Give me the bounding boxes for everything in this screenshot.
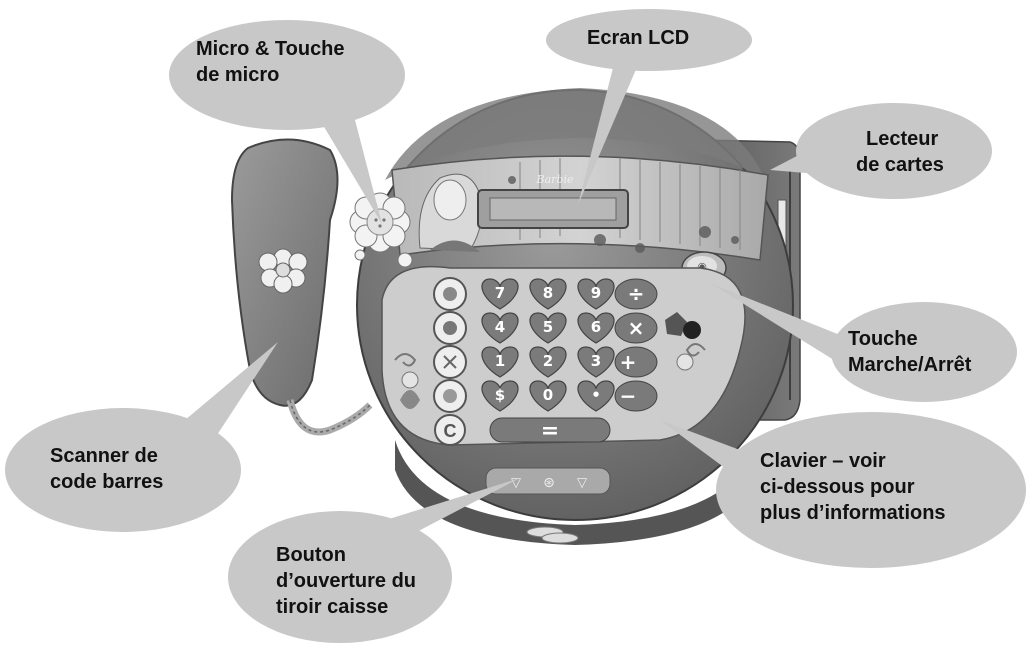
callout-bubbles [5, 9, 1026, 643]
bottom-tabs [526, 526, 579, 544]
window-flowers [508, 176, 739, 253]
number-key-dot[interactable]: • [577, 380, 615, 412]
number-key-5[interactable]: 5 [529, 312, 567, 344]
callout-ecran-label: Ecran LCD [587, 27, 690, 49]
function-button-4[interactable] [433, 379, 467, 413]
brand-logo: Barbie [536, 173, 574, 186]
number-key-label: 0 [543, 386, 553, 404]
function-button-2[interactable] [433, 311, 467, 345]
number-key-6[interactable]: 6 [577, 312, 615, 344]
callout-ecran: Ecran LCD [587, 25, 689, 51]
svg-text:−: − [620, 384, 637, 408]
function-button-3[interactable] [433, 345, 467, 379]
function-button-1[interactable] [433, 277, 467, 311]
clear-key[interactable]: C [434, 414, 466, 446]
svg-text:C: C [444, 421, 457, 441]
number-key-label: 6 [591, 318, 601, 336]
divide-key[interactable]: ÷ [614, 278, 658, 310]
multiply-key[interactable]: × [614, 312, 658, 344]
svg-text:⊛: ⊛ [543, 474, 555, 490]
callout-clavier-line2: ci-dessous pour [760, 476, 915, 498]
plus-key[interactable]: + [614, 346, 658, 378]
number-key-label: 3 [591, 352, 601, 370]
callout-lecteur-line1: Lecteur [866, 128, 939, 150]
minus-key[interactable]: − [614, 380, 658, 412]
number-key-label: 2 [543, 352, 553, 370]
keypad-decorations [400, 312, 701, 409]
doll-figure [418, 173, 483, 252]
operator-keys: ÷ × + − = [489, 278, 658, 444]
number-key-label: 7 [495, 284, 505, 302]
number-key-8[interactable]: 8 [529, 278, 567, 310]
callout-bouton-line1: Bouton [276, 544, 346, 566]
number-key-label: 4 [495, 318, 505, 336]
callout-scanner-line2: code barres [50, 471, 164, 493]
display-window: Barbie [391, 155, 769, 261]
microphone-flower[interactable] [349, 192, 413, 268]
number-key-4[interactable]: 4 [481, 312, 519, 344]
svg-text:×: × [628, 316, 645, 340]
svg-text:▽: ▽ [577, 475, 587, 490]
callout-clavier-line3: plus d’informations [760, 502, 946, 524]
svg-text:=: = [541, 419, 559, 444]
number-key-label: • [591, 386, 601, 404]
callout-touche-line2: Marche/Arrêt [848, 354, 972, 376]
callout-lecteur: Lecteur de cartes [856, 126, 944, 178]
number-key-label: 9 [591, 284, 601, 302]
callout-touche-line1: Touche [848, 328, 918, 350]
number-key-label: 1 [495, 352, 505, 370]
callout-micro-line1: Micro & Touche [196, 38, 345, 60]
number-key-7[interactable]: 7 [481, 278, 519, 310]
callout-bouton: Bouton d’ouverture du tiroir caisse [276, 542, 416, 620]
callout-bouton-line2: d’ouverture du [276, 570, 417, 592]
number-keys: 7 8 9 4 5 6 1 2 3 $0 • [481, 278, 615, 412]
callout-scanner: Scanner de code barres [50, 443, 163, 495]
number-key-label: $ [495, 386, 505, 404]
number-key-label: 5 [543, 318, 553, 336]
callout-clavier-line1: Clavier – voir [760, 450, 886, 472]
function-buttons: C [433, 277, 467, 446]
svg-text:÷: ÷ [628, 282, 645, 306]
svg-text:+: + [620, 350, 637, 374]
equals-key[interactable]: = [489, 417, 611, 444]
number-key-2[interactable]: 2 [529, 346, 567, 378]
number-key-3[interactable]: 3 [577, 346, 615, 378]
svg-text:◉: ◉ [697, 261, 707, 273]
number-key-label: 8 [543, 284, 553, 302]
callout-lecteur-line2: de cartes [856, 154, 944, 176]
number-key-0[interactable]: 0 [529, 380, 567, 412]
number-key-1[interactable]: 1 [481, 346, 519, 378]
callout-micro: Micro & Touche de micro [196, 36, 386, 88]
number-key-dollar[interactable]: $ [481, 380, 519, 412]
svg-text:▽: ▽ [511, 475, 521, 490]
callout-bouton-line3: tiroir caisse [276, 596, 389, 618]
flower-icon [258, 248, 308, 294]
callout-clavier: Clavier – voir ci-dessous pour plus d’in… [760, 448, 946, 526]
drawer-open-button[interactable]: ▽ ⊛ ▽ [485, 467, 611, 495]
callout-touche: Touche Marche/Arrêt [848, 326, 971, 378]
callout-micro-line2: de micro [196, 64, 280, 86]
barcode-scanner [230, 138, 373, 436]
number-key-9[interactable]: 9 [577, 278, 615, 310]
callout-scanner-line1: Scanner de [50, 445, 158, 467]
